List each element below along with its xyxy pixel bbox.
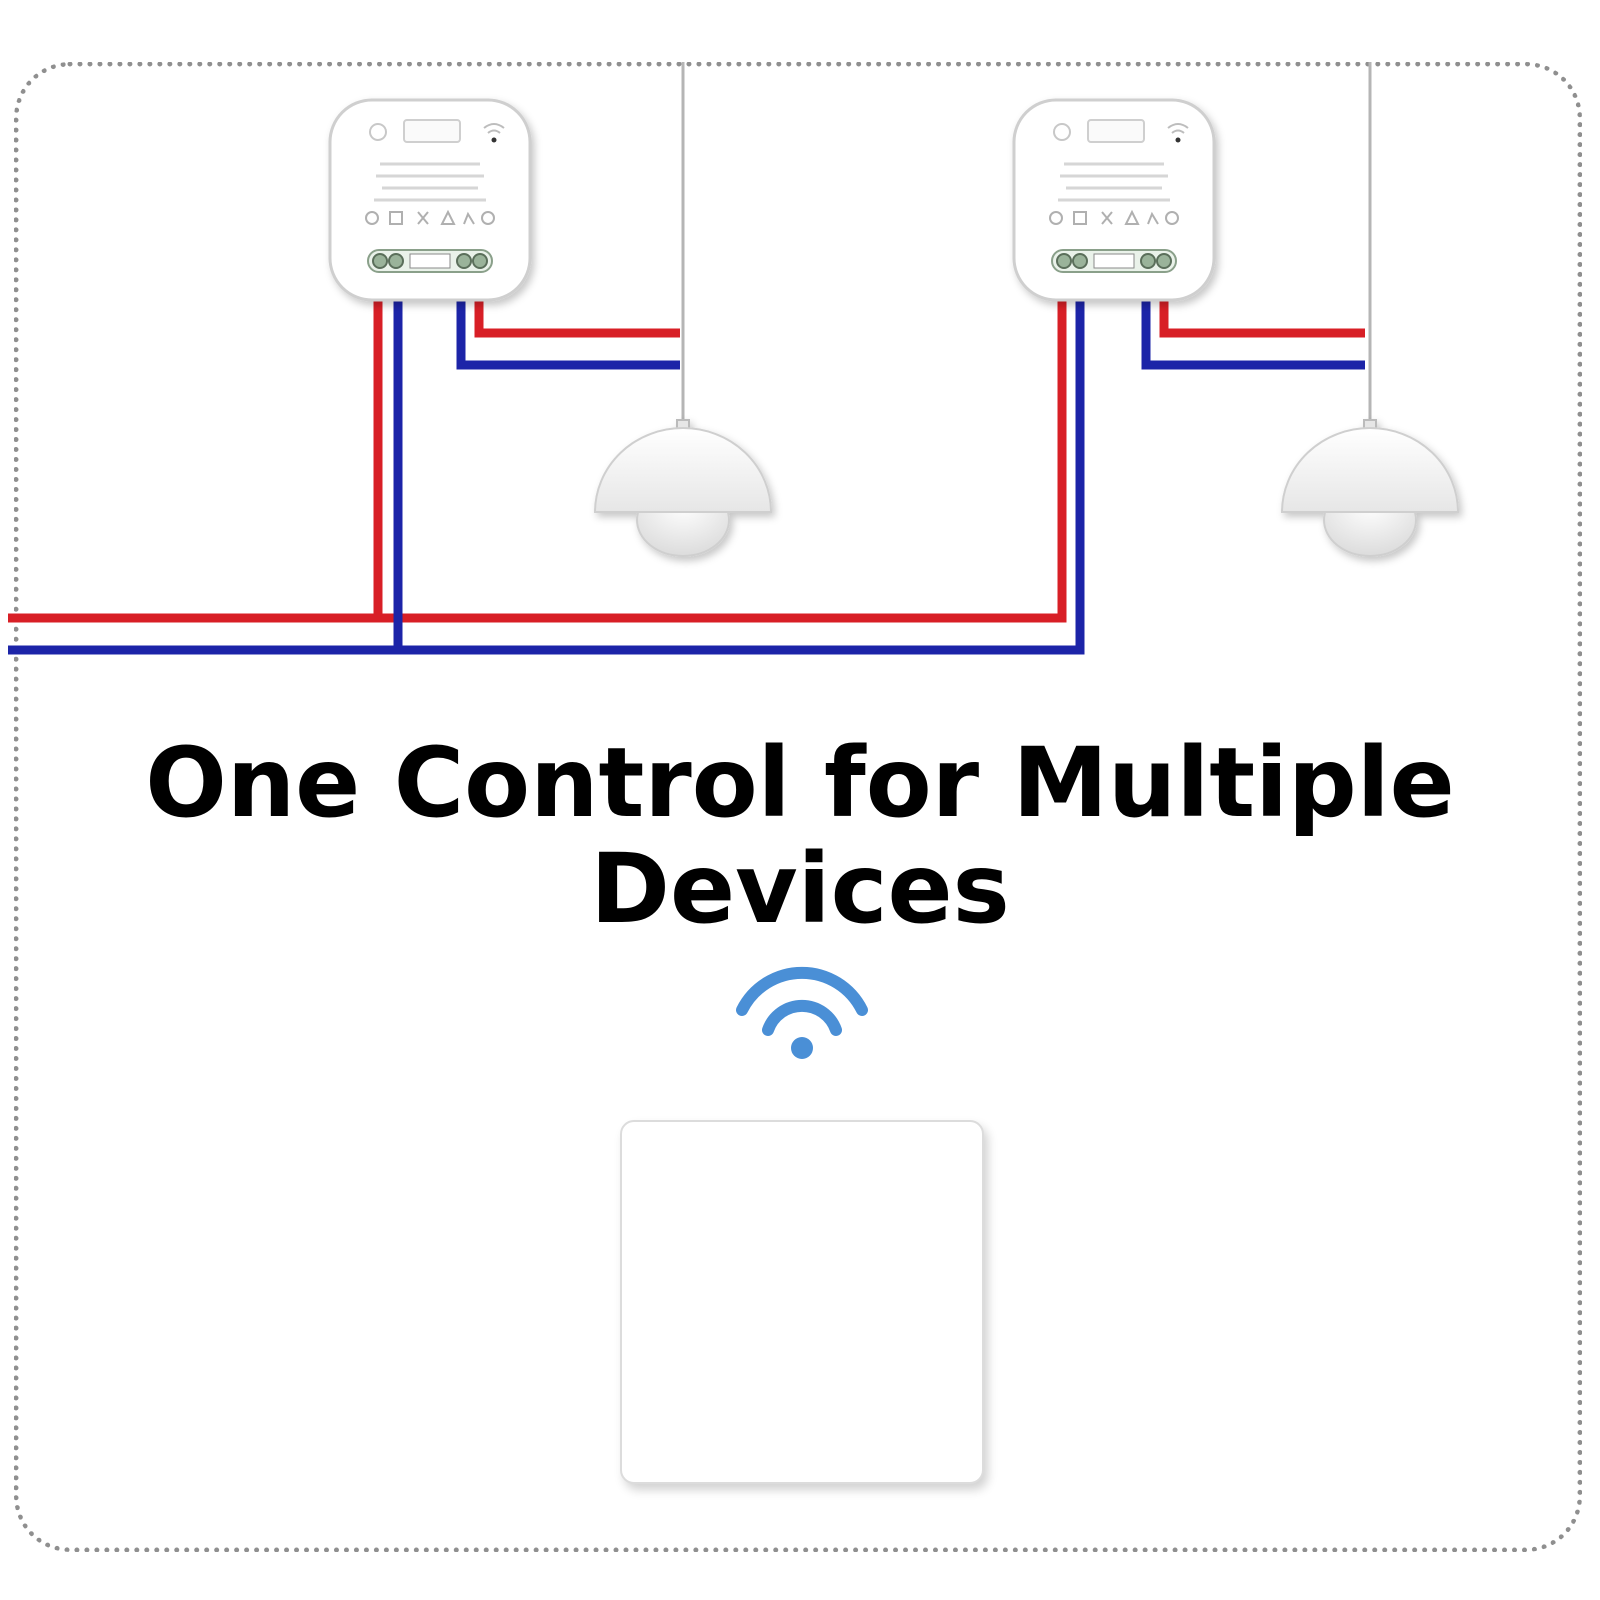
headline-line-2: Devices — [590, 833, 1010, 945]
out-neutral-left — [456, 300, 680, 370]
wall-switch-panel[interactable] — [620, 1120, 984, 1484]
bus-neutral-wire — [8, 300, 1085, 655]
headline-line-1: One Control for Multiple — [145, 727, 1455, 839]
bus-live-wire — [8, 300, 1067, 623]
out-live-right — [1159, 300, 1365, 338]
out-neutral-right — [1141, 300, 1365, 370]
main-bus-wires — [8, 300, 1085, 655]
relay-module-right — [1012, 98, 1216, 302]
headline: One Control for Multiple Devices — [100, 730, 1500, 942]
pendant-lamp-right — [1280, 419, 1460, 557]
wifi-icon — [736, 966, 868, 1059]
output-wires — [456, 300, 1365, 370]
dotted-frame — [14, 62, 1582, 1552]
out-live-left — [474, 300, 680, 338]
relay-module-left — [328, 98, 532, 302]
pendant-lamp-left — [593, 419, 773, 557]
